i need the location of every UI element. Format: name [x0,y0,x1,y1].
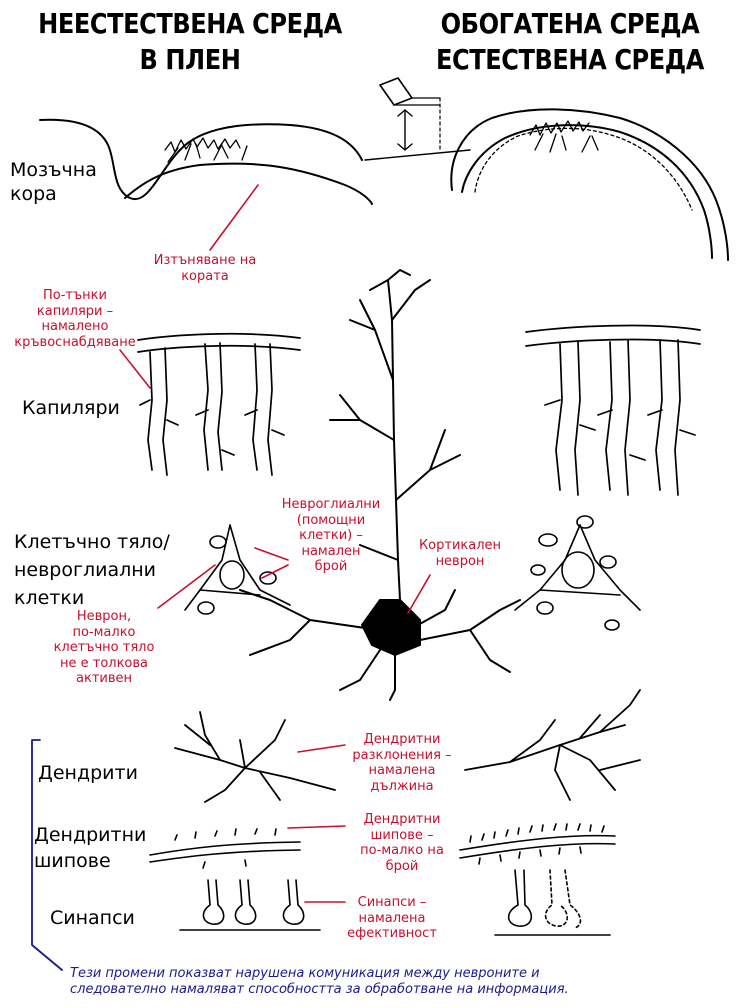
synapses-right-drawing [494,869,611,936]
note-dendritic-spines-line4: брой [385,858,419,874]
note-cortex-thinning-line2: кората [181,268,229,284]
footer-note-line1: Тези промени показват нарушена комуникац… [70,966,540,981]
note-synapses: Синапси – намалена ефективност [342,895,442,942]
label-cellbody-line1: Клетъчно тяло/ [14,531,170,553]
note-neuron-line2: по-малко [72,624,136,640]
label-cellbody-line3: клетки [14,587,85,609]
note-cortical-neuron-line1: Кортикален [418,538,502,553]
note-capillaries-line4: кръвоснабдяване [14,334,136,350]
note-glia-line4: намален [301,543,361,559]
note-cortex-thinning: Изтъняване на кората [140,253,270,284]
note-dendrite-branches-line3: намалена [368,763,436,778]
header-left-line1: НЕЕСТЕСТВЕНА СРЕДА [38,7,342,40]
cortex-left-drawing [39,118,373,205]
note-dendrite-branches: Дендритни разклонения – намалена дължина [342,732,462,794]
note-neuron-line3: клетъчно тяло [53,640,155,655]
section-bracket [31,739,63,971]
note-dendritic-spines-line3: по-малко на [360,843,444,858]
annotation-leader-lines [119,184,431,903]
dendrites-left-drawing [174,711,336,803]
label-spines: Дендритни шипове [34,822,146,874]
note-synapses-line3: ефективност [347,926,437,941]
note-dendrite-branches-line2: разклонения – [352,747,452,763]
note-capillaries-line1: По-тънки [43,288,107,303]
header-left-line2: В ПЛЕН [139,43,241,76]
footer-note: Тези промени показват нарушена комуникац… [70,966,750,998]
note-cortex-thinning-line1: Изтъняване на [153,253,257,268]
label-cellbody-line2: невроглиални [14,559,157,581]
note-cortical-neuron-line2: неврон [435,553,485,569]
label-dendrites: Дендрити [38,762,138,784]
note-cortical-neuron: Кортикален неврон [410,538,510,569]
cortex-right-drawing [364,77,729,261]
note-synapses-line1: Синапси – [357,895,427,910]
cellbody-right-drawing [514,515,641,631]
note-glia-line3: клетки) – [299,528,363,543]
label-spines-line1: Дендритни [34,824,147,846]
header-right: ОБОГАТЕНА СРЕДА ЕСТЕСТВЕНА СРЕДА [389,6,750,78]
header-right-line1: ОБОГАТЕНА СРЕДА [440,7,700,40]
header-right-line2: ЕСТЕСТВЕНА СРЕДА [435,43,705,76]
cortical-neuron-drawing [239,269,521,701]
capillaries-left-drawing [137,332,301,476]
note-capillaries: По-тънки капиляри – намалено кръвоснабдя… [0,288,150,350]
note-neuron-line5: активен [76,671,132,686]
note-glia-line1: Невроглиални [281,497,381,512]
header-left: НЕЕСТЕСТВЕНА СРЕДА В ПЛЕН [9,6,370,78]
dendrites-right-drawing [464,689,641,801]
note-dendritic-spines-line1: Дендритни [363,812,441,827]
label-cortex-line1: Мозъчна [10,159,97,181]
note-glia: Невроглиални (помощни клетки) – намален … [276,497,386,575]
note-glia-line5: брой [314,559,348,574]
label-capillaries: Капиляри [22,397,120,419]
label-cortex-line2: кора [10,183,57,205]
note-dendrite-branches-line1: Дендритни [363,732,441,747]
note-synapses-line2: намалена [358,910,426,926]
note-neuron: Неврон, по-малко клетъчно тяло не е толк… [44,609,164,687]
footer-note-line2: следователно намаляват способността за о… [70,982,569,997]
note-neuron-line1: Неврон, [76,609,132,624]
cellbody-left-drawing [184,524,291,615]
capillaries-right-drawing [525,324,701,496]
label-spines-line2: шипове [34,850,111,872]
note-dendrite-branches-line4: дължина [370,778,434,794]
label-synapses: Синапси [50,907,135,929]
note-capillaries-line2: капиляри – [36,303,114,319]
note-neuron-line4: не е толкова [59,655,149,671]
note-dendritic-spines: Дендритни шипове – по-малко на брой [342,812,462,874]
note-capillaries-line3: намалено [41,319,109,334]
label-cellbody: Клетъчно тяло/ невроглиални клетки [14,528,170,612]
spines-left-drawing [149,828,301,869]
label-cortex: Мозъчна кора [10,158,97,206]
synapses-left-drawing [179,879,321,931]
spines-right-drawing [459,823,616,865]
note-glia-line2: (помощни [296,512,366,528]
note-dendritic-spines-line2: шипове – [370,827,434,843]
